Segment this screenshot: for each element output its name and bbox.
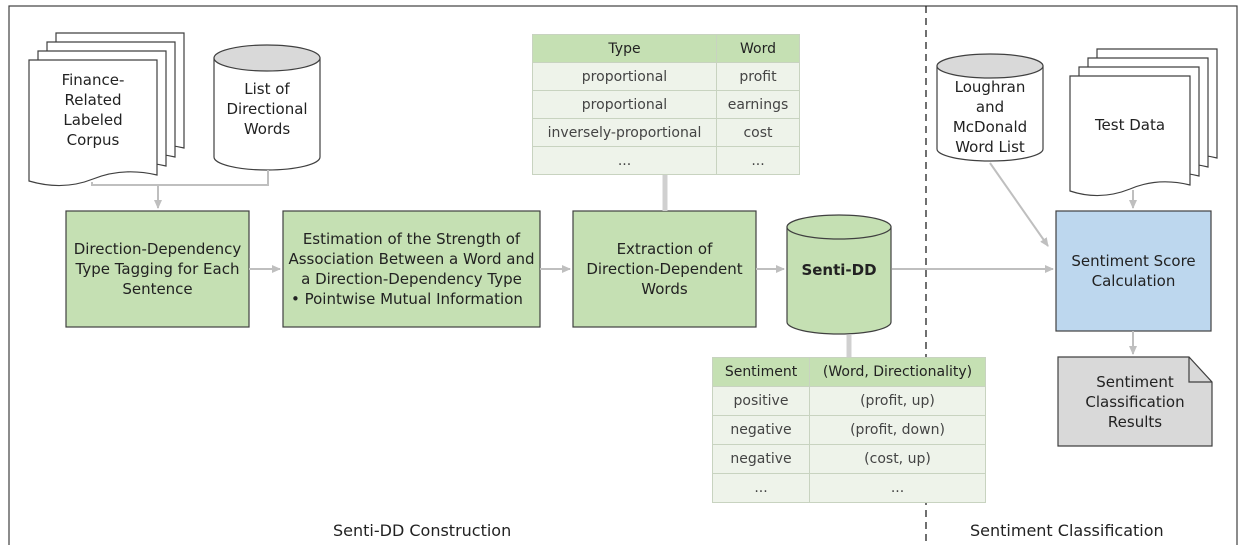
score-calc-label: Sentiment Score Calculation xyxy=(1071,252,1196,290)
sentiment-table: Sentiment (Word, Directionality) positiv… xyxy=(712,357,986,503)
classification-section-title: Sentiment Classification xyxy=(970,521,1164,540)
header-type: Type xyxy=(532,34,717,63)
sentiment-cell: negative xyxy=(712,415,810,445)
type-cell: inversely-proportional xyxy=(532,118,717,147)
word-direction-cell: ... xyxy=(809,473,986,503)
estimation-line-1: Estimation of the Strength of xyxy=(302,230,521,248)
type-word-table: Type Word proportional profit proportion… xyxy=(532,34,800,175)
corpus-label: Finance- Related Labeled Corpus xyxy=(61,71,125,149)
table-row: positive (profit, up) xyxy=(712,386,986,416)
type-cell: proportional xyxy=(532,62,717,91)
word-direction-cell: (cost, up) xyxy=(809,444,986,474)
arrow-loughran-score xyxy=(989,162,1049,247)
estimation-line-2: Association Between a Word and xyxy=(288,250,535,268)
construction-section-title: Senti-DD Construction xyxy=(333,521,512,540)
word-cell: profit xyxy=(716,62,800,91)
corpus-connector xyxy=(91,170,269,186)
word-cell: ... xyxy=(716,146,800,175)
corpus-doc-stack-icon xyxy=(28,32,185,187)
table-row: negative (cost, up) xyxy=(712,444,986,474)
header-word-directionality: (Word, Directionality) xyxy=(809,357,986,387)
table-row: ... ... xyxy=(532,146,800,175)
test-data-doc-stack-icon xyxy=(1069,48,1218,197)
tagging-box xyxy=(65,210,250,328)
header-word: Word xyxy=(716,34,800,63)
sentiment-cell: ... xyxy=(712,473,810,503)
table-header-row: Sentiment (Word, Directionality) xyxy=(712,357,986,387)
table-row: inversely-proportional cost xyxy=(532,118,800,147)
table-row: proportional profit xyxy=(532,62,800,91)
estimation-bullet: • Pointwise Mutual Information xyxy=(291,290,523,308)
table-header-row: Type Word xyxy=(532,34,800,63)
loughran-label: Loughran and McDonald Word List xyxy=(952,78,1028,156)
word-cell: earnings xyxy=(716,90,800,119)
table-row: ... ... xyxy=(712,473,986,503)
test-data-label: Test Data xyxy=(1094,116,1166,134)
estimation-label: Estimation of the Strength of Associatio… xyxy=(283,211,540,327)
results-label: Sentiment Classification Results xyxy=(1085,372,1185,431)
directional-words-label: List of Directional Words xyxy=(226,80,308,138)
sentiment-cell: negative xyxy=(712,444,810,474)
senti-dd-cylinder-icon xyxy=(786,214,892,335)
tagging-label: Direction-Dependency Type Tagging for Ea… xyxy=(73,240,242,298)
results-doc-fold xyxy=(1188,357,1212,383)
estimation-line-3: a Direction-Dependency Type xyxy=(301,270,522,288)
extraction-box xyxy=(572,210,757,328)
results-doc-icon xyxy=(1057,356,1213,447)
outer-frame xyxy=(8,5,1238,545)
loughran-cylinder-icon xyxy=(936,53,1044,162)
word-cell: cost xyxy=(716,118,800,147)
word-direction-cell: (profit, up) xyxy=(809,386,986,416)
estimation-box xyxy=(282,210,541,328)
sentiment-cell: positive xyxy=(712,386,810,416)
word-direction-cell: (profit, down) xyxy=(809,415,986,445)
table-row: negative (profit, down) xyxy=(712,415,986,445)
senti-dd-label: Senti-DD xyxy=(801,261,877,279)
type-cell: ... xyxy=(532,146,717,175)
header-sentiment: Sentiment xyxy=(712,357,810,387)
extraction-label: Extraction of Direction-Dependent Words xyxy=(586,240,743,298)
score-calc-box xyxy=(1055,210,1212,332)
type-cell: proportional xyxy=(532,90,717,119)
table-row: proportional earnings xyxy=(532,90,800,119)
directional-words-cylinder-icon xyxy=(213,44,321,171)
